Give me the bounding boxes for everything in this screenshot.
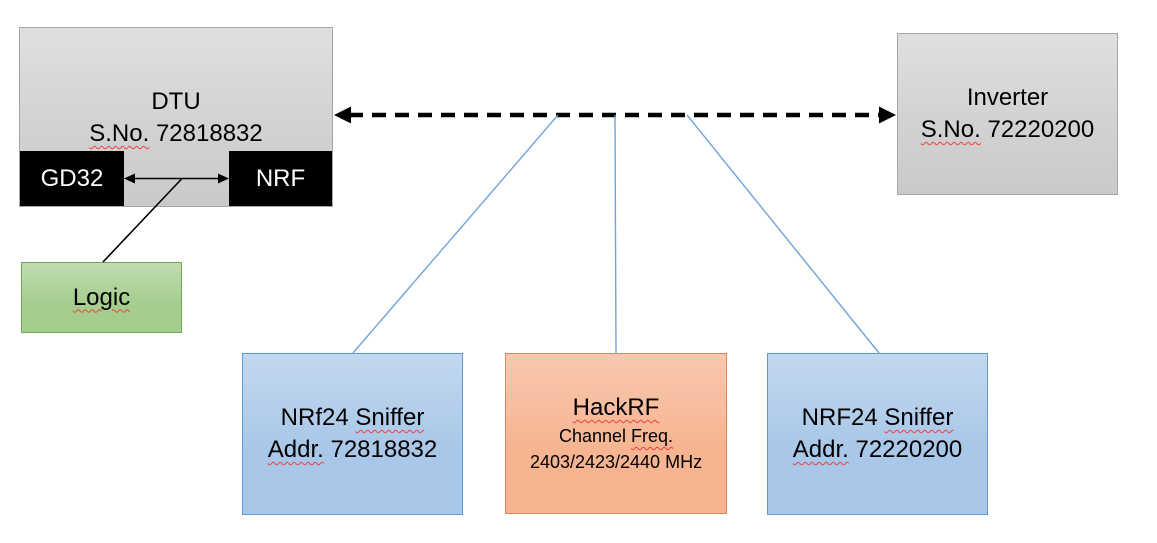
sniffer-left-title: NRf24 Sniffer	[281, 402, 425, 434]
dtu-text: DTU S.No. 72818832	[20, 28, 332, 208]
dtu-serial-label: S.No.	[89, 120, 150, 147]
nrf-label: NRF	[255, 164, 306, 192]
dtu-serial-number: 72818832	[155, 120, 263, 147]
rf-link-arrowhead-right	[879, 106, 896, 124]
sniffer-right-addr-label: Addr.	[792, 436, 849, 463]
sniffer-right-box: NRF24 Sniffer Addr. 72220200	[767, 353, 988, 515]
inverter-title: Inverter	[966, 84, 1049, 111]
hackrf-channel-word: Channel	[558, 426, 627, 446]
tap-line-sniffer-left	[352, 114, 559, 354]
hackrf-title: HackRF	[572, 394, 660, 421]
sniffer-left-addr: Addr. 72818832	[268, 434, 438, 466]
hackrf-channel-line: Channel Freq.	[559, 423, 673, 449]
hackrf-freq-word: Freq.	[631, 426, 674, 446]
sniffer-left-addr-label: Addr.	[267, 436, 324, 463]
hackrf-box: HackRF Channel Freq. 2403/2423/2440 MHz	[505, 353, 727, 514]
dtu-box: DTU S.No. 72818832 GD32 NRF	[19, 27, 333, 207]
sniffer-left-box: NRf24 Sniffer Addr. 72818832	[242, 353, 463, 515]
gd32-label: GD32	[40, 164, 104, 192]
sniffer-left-type: Sniffer	[355, 404, 425, 431]
sniffer-right-addr-number: 72220200	[855, 436, 963, 463]
dtu-title: DTU	[151, 88, 201, 115]
inverter-serial-label: S.No.	[920, 116, 981, 143]
tap-line-sniffer-right	[686, 114, 880, 354]
sniffer-right-name: NRF24	[801, 404, 878, 431]
sniffer-left-name: NRf24	[280, 404, 349, 431]
tap-line-hackrf	[614, 114, 617, 354]
logic-label: Logic	[72, 283, 131, 311]
inverter-serial-number: 72220200	[987, 116, 1095, 143]
sniffer-left-addr-number: 72818832	[330, 436, 438, 463]
sniffer-right-type: Sniffer	[884, 404, 954, 431]
hackrf-frequencies: 2403/2423/2440 MHz	[529, 452, 703, 472]
logic-box: Logic	[21, 262, 182, 333]
gd32-chip: GD32	[20, 151, 124, 206]
sniffer-right-title: NRF24 Sniffer	[802, 402, 954, 434]
sniffer-right-addr: Addr. 72220200	[793, 434, 963, 466]
inverter-serial: S.No. 72220200	[921, 114, 1094, 146]
rf-link-arrowhead-left	[334, 106, 351, 124]
inverter-box: Inverter S.No. 72220200	[897, 33, 1118, 195]
dtu-serial: S.No. 72818832	[89, 118, 262, 150]
nrf-chip: NRF	[229, 151, 332, 206]
